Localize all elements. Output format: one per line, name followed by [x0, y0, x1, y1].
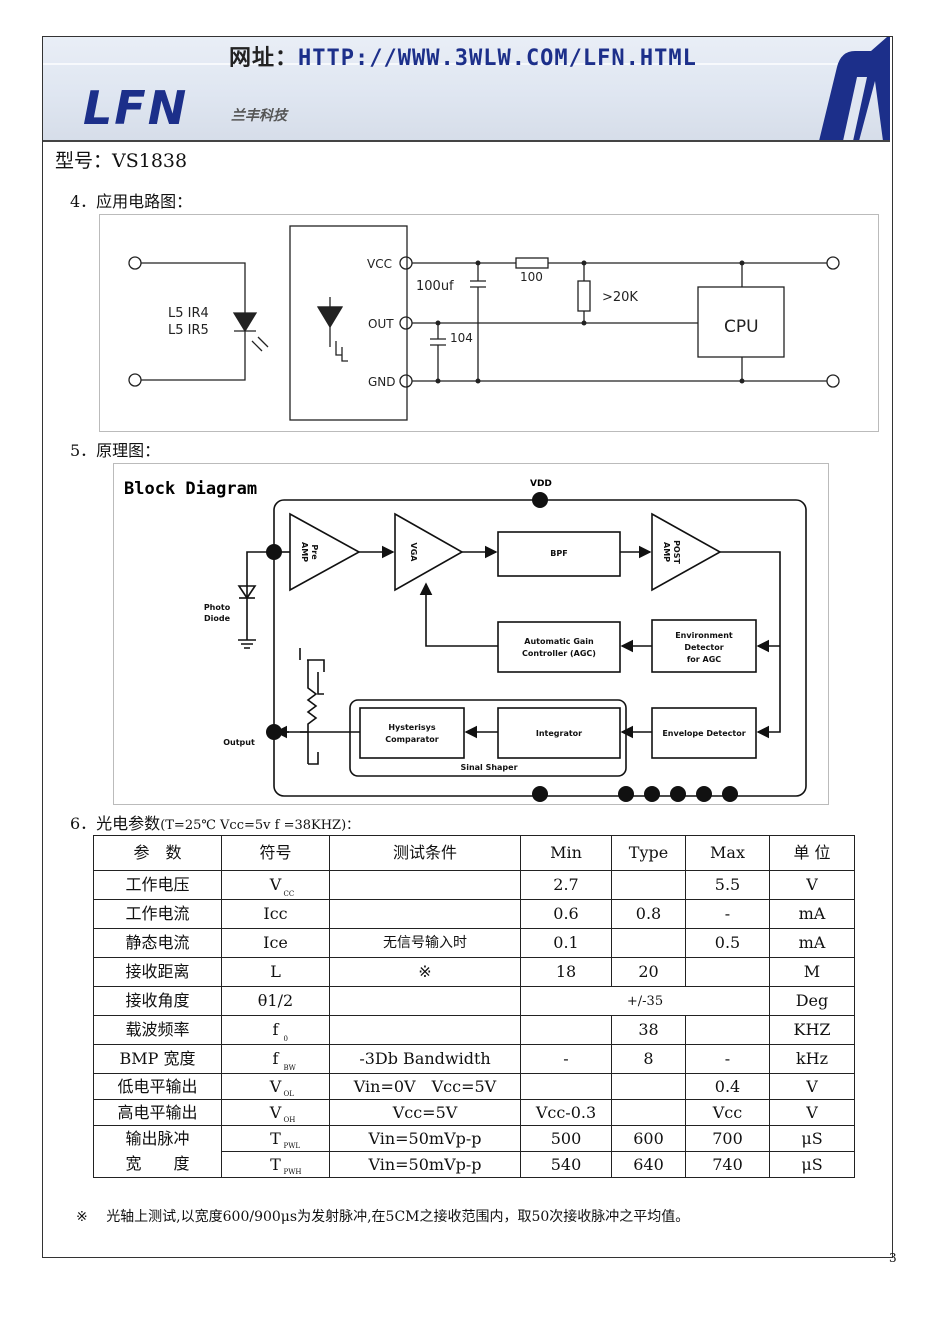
- pre-amp-label-1: Pre: [310, 544, 319, 560]
- agc-label-1: Automatic Gain: [524, 637, 594, 646]
- hyst-label-1: Hysterisys: [388, 723, 436, 732]
- col-condition: 测试条件: [329, 835, 521, 871]
- brand-mark-icon: [819, 37, 890, 141]
- env-agc-label-3: for AGC: [687, 655, 721, 664]
- company-logo: LFN: [83, 81, 189, 135]
- bpf-label: BPF: [550, 549, 567, 558]
- input-node-icon: [266, 544, 282, 560]
- photo-diode-label-2: Diode: [204, 614, 231, 623]
- led-label-2: L5 IR5: [168, 323, 209, 338]
- table-row: 静态电流 Ice 无信号输入时 0.1 0.5 mA: [93, 928, 855, 958]
- section-4-title: 4．应用电路图：: [70, 192, 193, 211]
- pin-out: OUT: [368, 317, 394, 331]
- post-amp-label-1: POST: [672, 540, 681, 564]
- header-url[interactable]: 网址：HTTP://WWW.3WLW.COM/LFN.HTML: [229, 46, 697, 71]
- cap-100uf-label: 100uf: [416, 279, 454, 294]
- block-diagram-title: Block Diagram: [124, 479, 257, 499]
- terminal-in-bottom: [128, 373, 142, 387]
- integrator-label: Integrator: [536, 729, 582, 738]
- section-6-title: 6．光电参数(T=25℃ Vcc=5v f =38KHZ)：: [70, 814, 360, 833]
- table-row: 接收距离 L ※ 18 20 M: [93, 957, 855, 987]
- vdd-pin-icon: [532, 492, 548, 508]
- led-label-1: L5 IR4: [168, 306, 209, 321]
- res-20k-label: >20K: [602, 290, 638, 305]
- footnote-mark: ※: [76, 1209, 88, 1225]
- table-header-row: 参 数 符号 测试条件 Min Type Max 单 位: [93, 835, 855, 871]
- col-unit: 单 位: [769, 835, 855, 871]
- table-row: 工作电流 Icc 0.6 0.8 - mA: [93, 899, 855, 929]
- pre-amp-label-2: AMP: [300, 542, 309, 562]
- pin-vcc: VCC: [367, 257, 392, 271]
- application-circuit: L5 IR4 L5 IR5 VCC OUT GND 100uf 104 100 …: [99, 214, 879, 432]
- output-node-icon: [266, 724, 282, 740]
- col-param: 参 数: [93, 835, 222, 871]
- env-agc-label-2: Detector: [684, 643, 723, 652]
- photo-diode-label-1: Photo: [204, 603, 231, 612]
- col-symbol: 符号: [221, 835, 330, 871]
- agc-label-2: Controller (AGC): [522, 649, 596, 658]
- header-rule: [43, 140, 890, 142]
- vdd-label: VDD: [530, 479, 552, 489]
- output-label: Output: [223, 738, 255, 747]
- shaper-label: Sinal Shaper: [460, 763, 517, 772]
- pin-gnd: GND: [368, 375, 396, 389]
- block-diagram: Block Diagram VDD: [113, 463, 829, 805]
- col-min: Min: [520, 835, 612, 871]
- col-type: Type: [611, 835, 686, 871]
- post-amp-label-2: AMP: [662, 542, 671, 562]
- env-agc-label-1: Environment: [675, 631, 733, 640]
- col-max: Max: [685, 835, 770, 871]
- page-header: 网址：HTTP://WWW.3WLW.COM/LFN.HTML LFN 兰丰科技: [43, 37, 890, 141]
- section-5-title: 5．原理图：: [70, 441, 161, 460]
- res-100-label: 100: [520, 270, 543, 284]
- hyst-label-2: Comparator: [385, 735, 438, 744]
- footnote: ※ 光轴上测试,以宽度600/900μs为发射脉冲,在5CM之接收范围内，取50…: [76, 1209, 690, 1225]
- cap-104-label: 104: [450, 331, 473, 345]
- table-row: 接收角度 θ1/2 +/-35 Deg: [93, 986, 855, 1016]
- page-number: 3: [889, 1251, 897, 1265]
- cpu-label: CPU: [724, 317, 759, 337]
- model-title: 型号：VS1838: [55, 150, 188, 172]
- page-frame: [42, 36, 893, 1258]
- envelope-label: Envelope Detector: [662, 729, 745, 738]
- vga-label: VGA: [409, 543, 418, 563]
- company-name: 兰丰科技: [231, 108, 287, 124]
- terminal-in-top: [128, 256, 142, 270]
